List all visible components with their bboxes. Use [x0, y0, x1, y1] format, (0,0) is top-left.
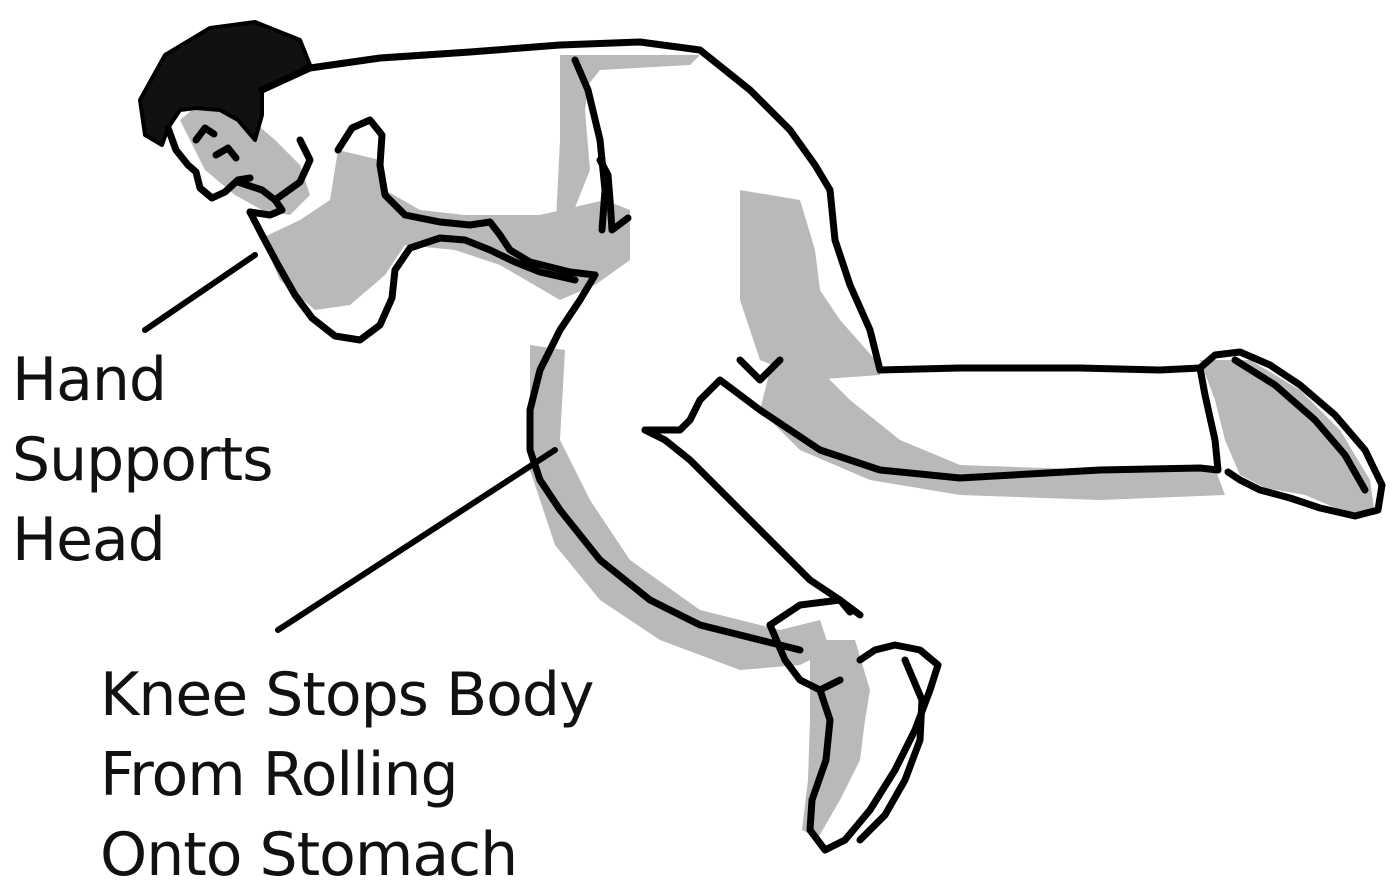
knee-label-line: Knee Stops Body [100, 665, 593, 725]
hand-label-line: Head [12, 510, 165, 570]
knee-label-line: From Rolling [100, 745, 458, 805]
knee-callout-line [278, 450, 555, 630]
hand-label-line: Supports [12, 430, 272, 490]
knee-label-line: Onto Stomach [100, 825, 517, 885]
hand-callout-line [145, 255, 255, 330]
hand-label-line: Hand [12, 350, 166, 410]
